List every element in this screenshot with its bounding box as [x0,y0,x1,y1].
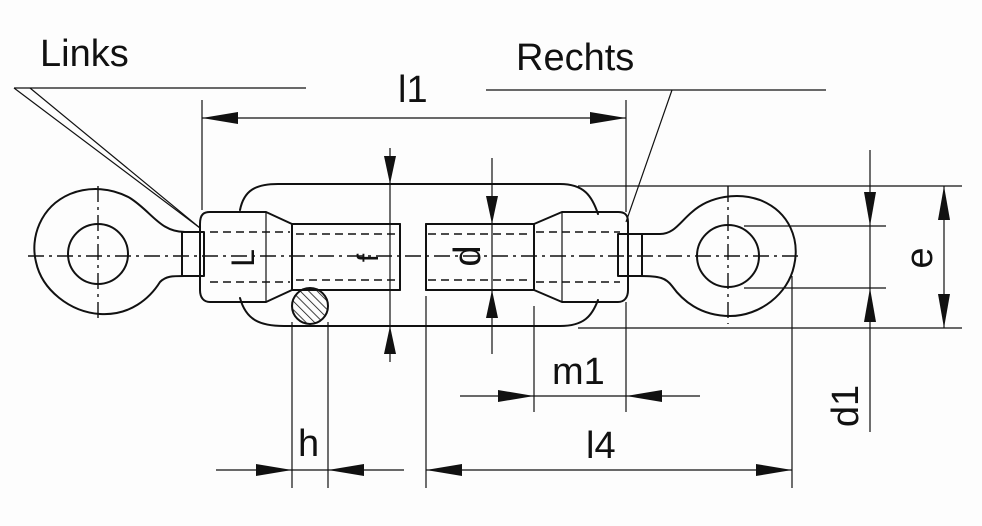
leader-lines [13,87,826,229]
turnbuckle-body [199,183,629,327]
dim-h [216,322,404,488]
label-l4: l4 [586,425,616,467]
label-links: Links [40,33,129,75]
label-f: f [352,253,385,262]
label-d: d [447,245,489,266]
dim-l1 [201,100,627,212]
dim-e-d1 [578,150,962,432]
label-m1: m1 [552,351,605,393]
label-L: L [225,249,261,267]
dim-f [384,148,396,362]
label-d1: d1 [825,385,867,427]
label-h: h [298,423,319,465]
label-rechts: Rechts [516,37,634,79]
dim-d [486,158,498,354]
left-eye-bolt [33,188,205,316]
label-l1: l1 [398,69,428,111]
dim-m1 [460,302,700,412]
label-e: e [899,247,941,268]
dim-l4 [425,276,793,488]
